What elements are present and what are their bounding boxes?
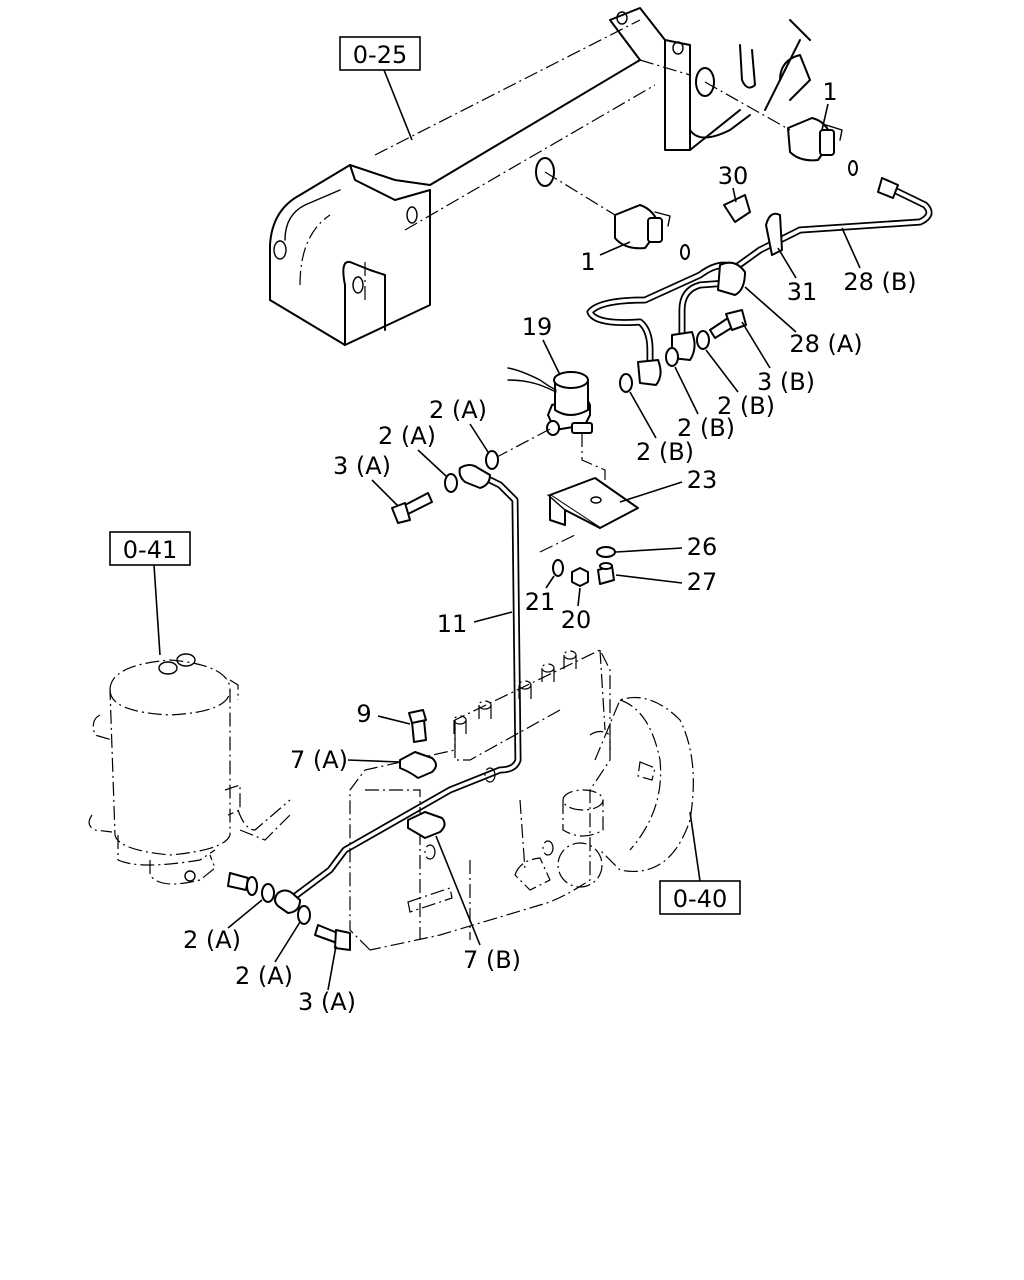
solenoid-19 — [507, 367, 593, 436]
leader-line — [674, 366, 699, 415]
leader-line — [545, 575, 555, 589]
callout-2b: 2 (B) — [636, 438, 694, 466]
leader-line — [732, 187, 737, 203]
callout-2a: 2 (A) — [183, 926, 241, 954]
intake-manifold — [269, 7, 811, 346]
ref-label-0-40: 0-40 — [673, 885, 727, 913]
bracket-30 — [723, 194, 751, 223]
callout-28a: 28 (A) — [789, 330, 862, 358]
ref-label-0-41: 0-41 — [123, 536, 177, 564]
leader-line — [841, 227, 861, 269]
leader-line — [274, 921, 301, 963]
leader-line — [417, 449, 447, 477]
callout-27: 27 — [687, 568, 718, 596]
callout-3a: 3 (A) — [298, 988, 356, 1016]
leader-line — [153, 564, 161, 656]
callout-21: 21 — [525, 588, 556, 616]
ref-box-frame — [339, 36, 421, 71]
leader-line — [777, 247, 797, 279]
leader-line — [741, 321, 771, 369]
leader-line — [227, 899, 263, 929]
callout-11: 11 — [437, 610, 468, 638]
washer-2a — [297, 905, 311, 925]
leader-line — [689, 811, 701, 882]
leader-line — [599, 241, 631, 256]
leader-line — [615, 547, 683, 553]
washer-2b — [696, 330, 710, 350]
callout-7b: 7 (B) — [463, 946, 521, 974]
bracket-23 — [547, 477, 639, 529]
callout-1: 1 — [580, 248, 595, 276]
leader-line — [377, 715, 411, 725]
callout-19: 19 — [522, 313, 553, 341]
callout-2b: 2 (B) — [717, 392, 775, 420]
washer-2a — [444, 473, 458, 493]
leader-line — [629, 391, 657, 439]
callout-2a: 2 (A) — [378, 422, 436, 450]
callout-2a: 2 (A) — [429, 396, 487, 424]
washer-2a — [485, 450, 499, 470]
leader-line — [577, 587, 581, 607]
leader-line — [327, 945, 337, 991]
ref-box-frame — [659, 880, 741, 915]
washer-21 — [552, 559, 564, 577]
callout-3b: 3 (B) — [757, 368, 815, 396]
callout-7a: 7 (A) — [290, 746, 348, 774]
washer-2a — [261, 883, 275, 903]
leader-line — [744, 286, 797, 333]
clip-7b — [407, 811, 446, 839]
callout-23: 23 — [687, 466, 718, 494]
leader-line — [371, 479, 399, 507]
fuel-filter — [88, 653, 291, 885]
intake-heater-top — [704, 81, 858, 176]
bolt-27 — [597, 562, 615, 585]
callout-2a: 2 (A) — [235, 962, 293, 990]
callout-28b: 28 (B) — [843, 268, 916, 296]
injection-pump — [349, 649, 694, 951]
leader-line — [542, 339, 561, 376]
leader-line — [619, 481, 683, 503]
callout-30: 30 — [718, 162, 749, 190]
ref-box-frame — [109, 531, 191, 566]
eye-bolt-3b — [709, 309, 747, 339]
eye-bolt-3a-lower — [227, 872, 258, 896]
leader-line — [347, 759, 401, 763]
leader-line — [705, 349, 739, 393]
callout-1: 1 — [822, 78, 837, 106]
leader-line — [469, 423, 489, 453]
dashdot-line — [494, 427, 553, 459]
fuel-pipe-11 — [274, 464, 522, 914]
leader-line — [821, 103, 829, 131]
intake-heater-mid — [544, 171, 690, 260]
washer-2b — [619, 373, 633, 393]
callout-20: 20 — [561, 606, 592, 634]
fuel-pipe-28a — [586, 261, 746, 386]
callout-2b: 2 (B) — [677, 414, 735, 442]
washer-26 — [596, 546, 616, 558]
leader-line — [473, 611, 513, 623]
callout-26: 26 — [687, 533, 718, 561]
callout-31: 31 — [787, 278, 818, 306]
eye-bolt-3a — [391, 492, 433, 524]
leader-line — [615, 574, 683, 584]
leader-line — [435, 835, 481, 946]
clip-7a — [399, 751, 437, 779]
ref-label-0-25: 0-25 — [353, 41, 407, 69]
callout-3a: 3 (A) — [333, 452, 391, 480]
fuel-pipe-28b — [731, 177, 933, 272]
leader-line — [383, 69, 413, 141]
washer-2b — [665, 347, 679, 367]
dashdot-line — [539, 534, 576, 553]
callout-9: 9 — [356, 700, 371, 728]
nut-20 — [571, 567, 589, 587]
eye-bolt-3a — [314, 924, 351, 951]
clamp-31 — [765, 212, 783, 256]
bolt-9 — [408, 709, 427, 743]
